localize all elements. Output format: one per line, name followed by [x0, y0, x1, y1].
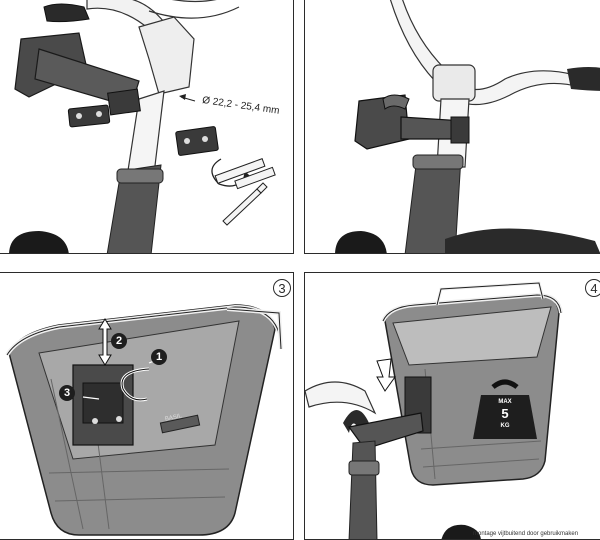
step-number-badge: 3: [273, 279, 291, 297]
step-number-badge: 4: [585, 279, 600, 297]
panel-4-illustration: [305, 281, 563, 539]
panel-2-bracket-mounted: [304, 0, 600, 254]
footer-note: montage vijtbuitend door gebruikmaken: [473, 531, 579, 537]
panel-1-mount-bracket: Ø 22,2 - 25,4 mm: [0, 0, 294, 254]
weight-value-label: 5: [501, 406, 509, 421]
weight-max-label: MAX: [498, 399, 512, 405]
max-weight-icon: [473, 379, 537, 439]
panel-3-attach-basket: 3 1 2 3 BASIL: [0, 272, 294, 540]
step-2-marker: 2: [111, 333, 127, 349]
panel-1-illustration: [9, 0, 276, 253]
weight-unit-label: KG: [500, 423, 510, 429]
panel-3-illustration: [5, 304, 283, 536]
panel-4-basket-mounted: 4 MAX 5 KG montage vijtbuitend d: [304, 272, 600, 540]
step-3-marker: 3: [59, 385, 75, 401]
step-1-marker: 1: [151, 349, 167, 365]
panel-2-illustration: [335, 0, 600, 253]
